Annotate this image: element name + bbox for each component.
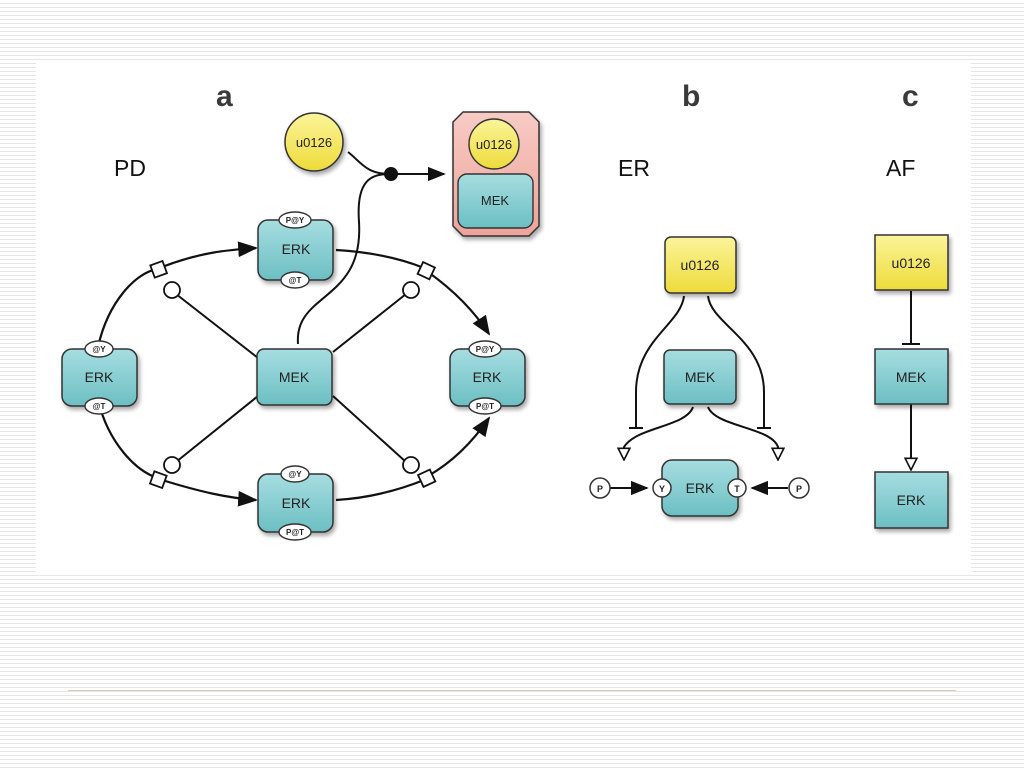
er-variable-p-right-label: P — [796, 484, 802, 494]
pd-erk-bottom-state-pt — [278, 523, 312, 541]
pd-arc-to-erk-right — [427, 271, 491, 336]
pd-catalysis-line — [175, 293, 259, 359]
pd-catalysis-line — [332, 293, 407, 353]
er-erk-label: ERK — [686, 480, 715, 496]
panel-type-pd: PD — [114, 155, 146, 181]
pd-erk-left-state-ay — [84, 340, 114, 358]
pd-association-node — [384, 167, 398, 181]
pd-arc-erk-bottom-right — [335, 478, 425, 502]
figure-panel: a b c PD ER AF — [36, 62, 971, 574]
er-mek-node — [663, 349, 737, 405]
er-diagram: u0126 MEK ERK Y T P P — [589, 236, 810, 517]
pd-arc-to-erk-top — [161, 241, 258, 269]
pd-erk-right-label: ERK — [473, 369, 502, 385]
pd-catalysis-circle — [163, 281, 181, 299]
pd-erk-top-state-py-label: P@Y — [286, 216, 305, 225]
pd-complex-u0126 — [468, 118, 520, 170]
er-u0126-node — [664, 236, 737, 294]
panel-letter-c: c — [902, 80, 919, 113]
pd-erk-right-state-py — [468, 340, 502, 358]
pd-erk-top-label: ERK — [282, 241, 311, 257]
pd-erk-bottom-state-pt-label: P@T — [286, 528, 304, 537]
pd-complex-u0126-label: u0126 — [476, 137, 512, 152]
af-mek-node — [874, 348, 949, 405]
pd-erk-right-state-pt-label: P@T — [476, 402, 494, 411]
pd-arc-to-erk-bottom — [161, 478, 258, 507]
pd-process-node — [416, 468, 437, 489]
er-variable-p-left — [589, 477, 611, 499]
er-mek-right-line — [707, 406, 778, 460]
af-u0126-node — [874, 234, 949, 291]
er-site-t — [727, 478, 747, 498]
er-variable-p-right — [788, 477, 810, 499]
pd-u0126-label: u0126 — [296, 135, 332, 150]
pd-erk-right-state-pt — [468, 397, 502, 415]
pd-catalysis-circle — [402, 456, 420, 474]
af-erk-node — [874, 471, 949, 529]
af-diagram: u0126 MEK ERK — [874, 234, 949, 529]
pd-erk-left-state-at-label: @T — [93, 402, 106, 411]
pd-arc-left-top — [96, 267, 159, 348]
pd-diagram: u0126 u0126 MEK MEK ERK P@Y @T — [61, 111, 540, 541]
pd-arc-erk-top-right — [335, 248, 425, 270]
pd-mek-to-association — [296, 173, 391, 345]
pd-erk-left-state-at — [84, 397, 114, 415]
pd-catalysis-circle — [163, 456, 181, 474]
pd-mek-node — [256, 348, 333, 406]
pd-catalysis-line — [332, 395, 407, 463]
pd-process-node — [416, 260, 437, 281]
pd-erk-left-label: ERK — [85, 369, 114, 385]
er-u0126-label: u0126 — [681, 257, 720, 273]
pd-erk-left-state-ay-label: @Y — [92, 345, 106, 354]
panel-type-er: ER — [618, 155, 650, 181]
pd-erk-bottom-state-ay — [280, 465, 310, 483]
pd-mek-label: MEK — [279, 369, 310, 385]
er-variable-p-left-label: P — [597, 484, 603, 494]
pd-process-node — [149, 259, 169, 279]
er-u0126-left-line — [635, 295, 685, 428]
er-mek-left-line — [624, 406, 694, 460]
er-site-y — [652, 478, 672, 498]
pd-erk-bottom-label: ERK — [282, 495, 311, 511]
pd-u0126-node — [284, 112, 344, 172]
pd-catalysis-line — [175, 395, 259, 463]
er-site-t-label: T — [734, 484, 740, 494]
pd-process-node — [148, 470, 168, 490]
af-u0126-label: u0126 — [892, 255, 931, 271]
pd-u0126-to-association — [347, 151, 391, 175]
pd-complex-mek-label: MEK — [481, 193, 510, 208]
pd-catalysis-circle — [402, 281, 420, 299]
pd-erk-bottom-state-ay-label: @Y — [288, 470, 302, 479]
pd-erk-top-state-at-label: @T — [289, 276, 302, 285]
panel-type-af: AF — [886, 155, 916, 181]
panel-letter-a: a — [216, 80, 233, 113]
sbgn-diagram: u0126 u0126 MEK MEK ERK P@Y @T — [61, 111, 949, 541]
footer-divider — [68, 690, 956, 691]
af-mek-label: MEK — [896, 369, 927, 385]
pd-complex-mek — [457, 173, 534, 229]
pd-arc-to-erk-right-bottom — [427, 416, 491, 477]
af-erk-label: ERK — [897, 492, 926, 508]
pd-erk-top-state-py — [278, 211, 312, 229]
pd-erk-right-state-py-label: P@Y — [476, 345, 495, 354]
er-site-y-label: Y — [659, 484, 665, 494]
pd-erk-top-state-at — [280, 271, 310, 289]
panel-letter-b: b — [682, 80, 701, 113]
er-u0126-right-line — [707, 295, 765, 428]
er-mek-label: MEK — [685, 369, 716, 385]
